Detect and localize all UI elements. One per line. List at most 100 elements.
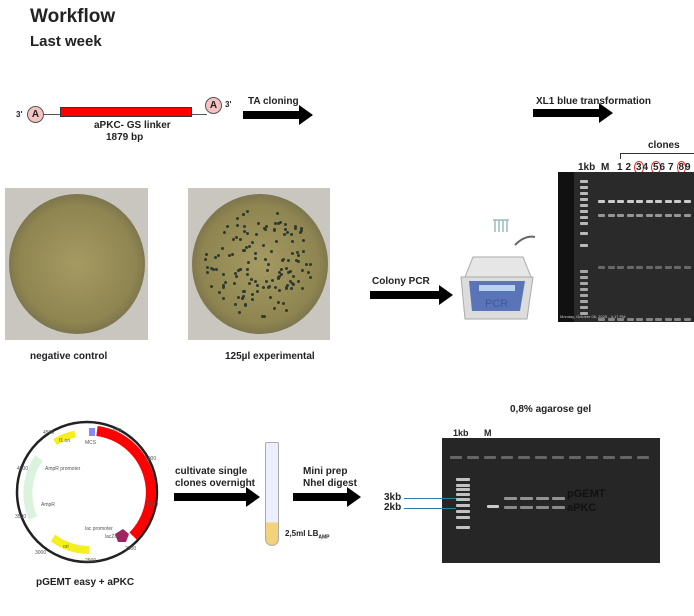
- colony: [255, 233, 258, 236]
- well-band: [684, 266, 691, 269]
- cultivate-arrow: [174, 490, 260, 504]
- svg-text:3500: 3500: [15, 514, 26, 520]
- colony: [299, 231, 302, 234]
- clone-band: [646, 200, 653, 203]
- colony: [265, 280, 268, 283]
- digest-gel: [442, 438, 660, 563]
- colony: [291, 252, 294, 255]
- pcr-label: PCR: [485, 298, 508, 310]
- colony: [286, 231, 289, 234]
- well-band: [655, 266, 662, 269]
- plasmid-name: pGEMT easy + aPKC: [36, 577, 134, 588]
- colony: [278, 289, 281, 292]
- well-band: [484, 456, 496, 459]
- well-band: [608, 266, 615, 269]
- well-band: [501, 456, 513, 459]
- negative-control-label: negative control: [30, 351, 107, 362]
- experimental-label: 125µl experimental: [225, 351, 315, 362]
- colony: [297, 280, 300, 283]
- ladder-band: [456, 504, 470, 507]
- colony: [243, 290, 246, 293]
- ta-cloning-label: TA cloning: [248, 96, 299, 107]
- svg-text:MCS: MCS: [85, 440, 97, 446]
- mcs-feature: [89, 428, 95, 436]
- colony: [205, 253, 208, 256]
- colony: [285, 287, 288, 290]
- ladder-band: [456, 498, 470, 501]
- pgemt-band: [504, 497, 517, 500]
- a-overhang-left: A: [27, 106, 44, 123]
- colony: [283, 233, 286, 236]
- well-band: [535, 456, 547, 459]
- colony: [284, 223, 287, 226]
- colony: [241, 297, 244, 300]
- clone-band: [655, 318, 662, 321]
- clone-band: [636, 214, 643, 217]
- colony: [250, 278, 253, 281]
- colony: [237, 296, 240, 299]
- colony: [301, 287, 304, 290]
- page-subtitle: Last week: [30, 33, 102, 50]
- apkc-band: [552, 506, 565, 509]
- well-band: [674, 266, 681, 269]
- colony-pcr-gel: Monday, October 06, 2025 - 4:17 PM: [558, 172, 694, 322]
- clone-band: [598, 214, 605, 217]
- svg-text:1500: 1500: [147, 502, 158, 508]
- svg-text:1000: 1000: [145, 456, 156, 462]
- well-band: [467, 456, 479, 459]
- colony: [222, 284, 225, 287]
- clone-band: [655, 200, 662, 203]
- clone-band: [674, 318, 681, 321]
- colony: [270, 250, 273, 253]
- ladder-band: [580, 276, 588, 279]
- colony: [226, 225, 229, 228]
- clone-band: [684, 200, 691, 203]
- colony: [275, 240, 278, 243]
- colony: [246, 268, 249, 271]
- colony: [287, 259, 290, 262]
- colony: [247, 261, 250, 264]
- clone-band: [598, 200, 605, 203]
- ladder-band: [456, 484, 470, 487]
- ladder-band: [580, 306, 588, 309]
- clone-band: [617, 200, 624, 203]
- colony: [285, 267, 288, 270]
- ladder-band: [580, 232, 588, 235]
- colony: [239, 238, 242, 241]
- cultivate-label: cultivate singleclones overnight: [175, 466, 255, 490]
- ladder-band: [580, 300, 588, 303]
- colony: [309, 276, 312, 279]
- well-band: [598, 266, 605, 269]
- colony: [246, 232, 249, 235]
- well-band: [552, 456, 564, 459]
- colony: [263, 315, 266, 318]
- colony: [262, 244, 265, 247]
- colony: [251, 298, 254, 301]
- colony: [222, 297, 225, 300]
- gel2-marker-label: M: [484, 428, 492, 438]
- colony: [302, 239, 305, 242]
- clone-band: [598, 318, 605, 321]
- apkc-band: [536, 506, 549, 509]
- clone-band: [646, 318, 653, 321]
- pgemt-band: [536, 497, 549, 500]
- well-band: [586, 456, 598, 459]
- colony: [305, 263, 308, 266]
- colony: [282, 302, 285, 305]
- experimental-plate: [188, 188, 330, 340]
- colony: [290, 233, 293, 236]
- colony: [266, 269, 269, 272]
- insert-size: 1879 bp: [106, 132, 143, 143]
- colony: [301, 269, 304, 272]
- insert-bar: [60, 107, 192, 117]
- colony: [282, 258, 285, 261]
- colony: [234, 303, 237, 306]
- miniprep-arrow: [293, 490, 361, 504]
- colony: [294, 227, 297, 230]
- colony: [254, 280, 257, 283]
- ladder-band: [580, 244, 588, 247]
- colony: [235, 236, 238, 239]
- apkc-band: [504, 506, 517, 509]
- well-band: [665, 266, 672, 269]
- colony: [245, 246, 248, 249]
